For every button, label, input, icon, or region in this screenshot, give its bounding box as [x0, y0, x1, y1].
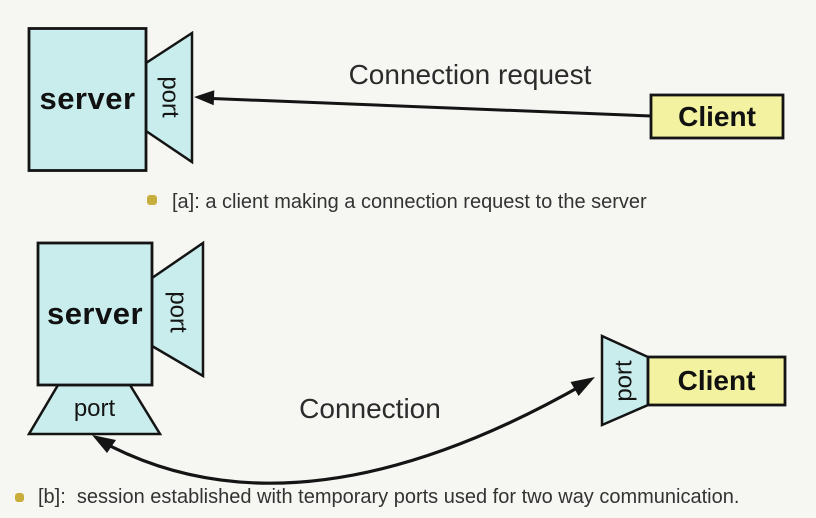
client-b-box — [646, 355, 787, 407]
server-b-side-port-label: port — [164, 290, 192, 333]
client-b-port-label: port — [610, 359, 638, 402]
server-b-box — [36, 241, 154, 387]
connection-request-arrow-line — [211, 97, 652, 118]
server-b-bottom-port-label: port — [73, 395, 116, 422]
client-a-label: Client — [678, 100, 756, 132]
server-a-port-label: port — [156, 76, 184, 118]
server-b-label: server — [46, 296, 144, 331]
connection-request-arrowhead — [194, 90, 215, 106]
connection-arrow-curve — [98, 381, 587, 485]
caption-a-bullet — [147, 195, 157, 205]
connection-request-label: Connection request — [348, 59, 592, 90]
client-a-box — [649, 93, 785, 140]
caption-a: [a]: a client making a connection reques… — [172, 191, 647, 213]
caption-b-bullet — [15, 493, 24, 502]
connection-label: Connection — [299, 393, 441, 424]
connection-arrowhead-left — [92, 435, 116, 453]
client-b-label: Client — [677, 365, 756, 396]
server-a-label: server — [39, 81, 136, 116]
connection-arrowhead-right — [570, 377, 595, 396]
server-a-box — [27, 27, 148, 172]
caption-b: [b]: session established with temporary … — [38, 486, 740, 508]
